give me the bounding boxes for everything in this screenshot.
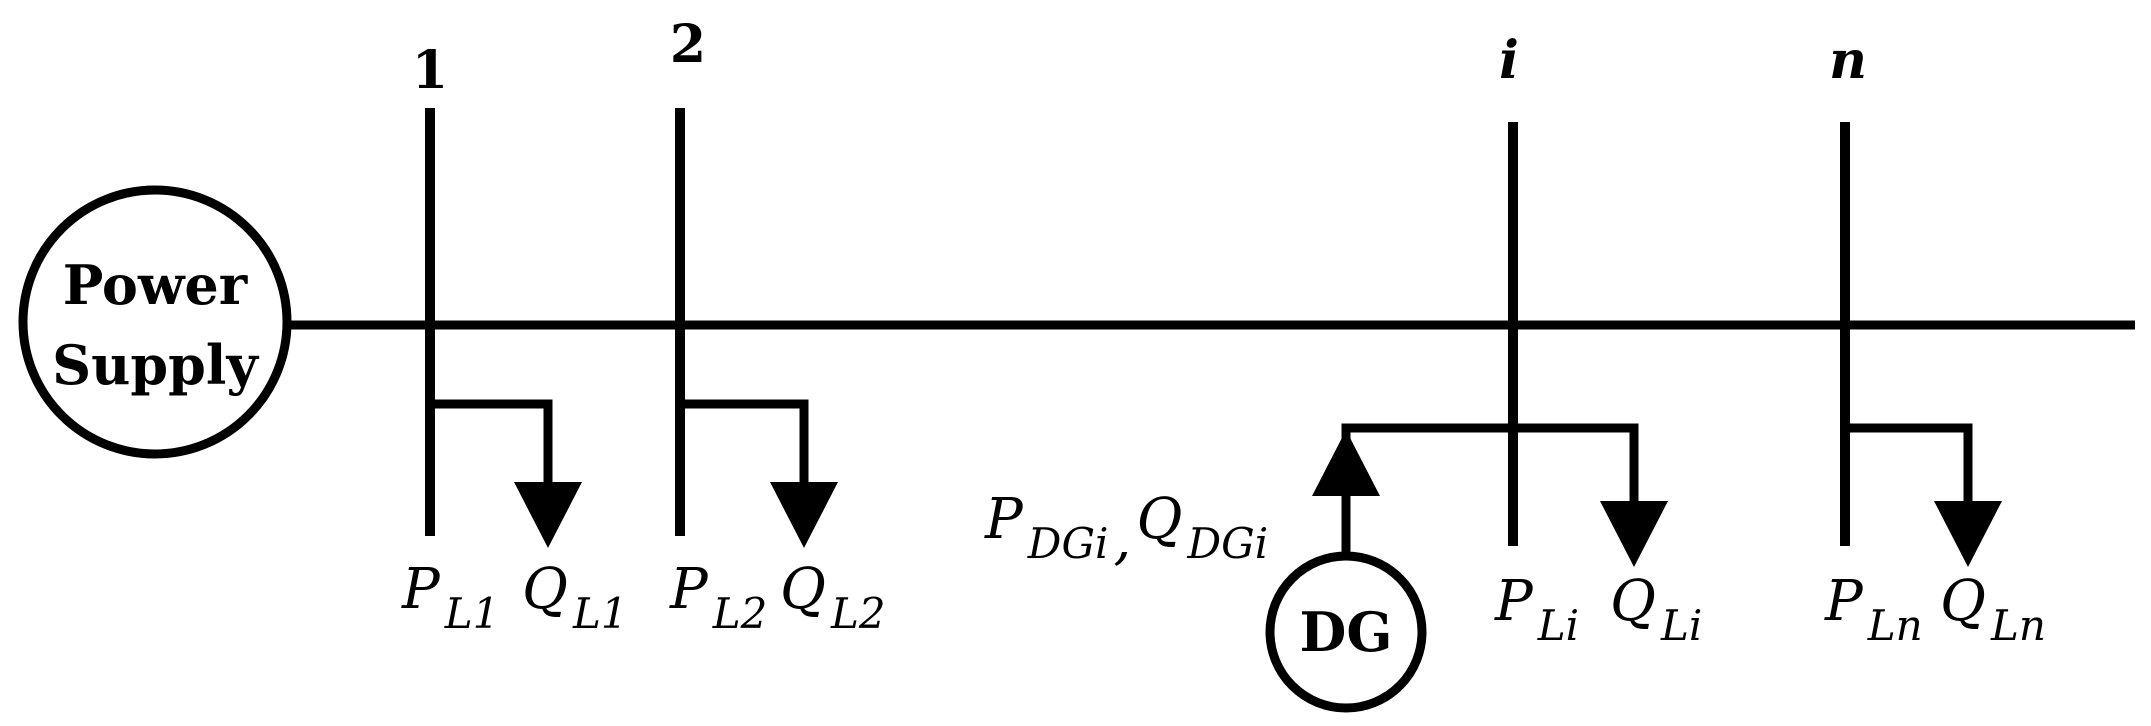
load-label-p-1: P L1: [401, 557, 499, 638]
load-label-q-2: Q L2: [780, 557, 886, 638]
load-q-main-2: Q: [780, 557, 826, 622]
load-q-sub-n: Ln: [1990, 601, 2046, 650]
power-supply-label-line1: Power: [63, 253, 248, 317]
bus-label-i: i: [1499, 30, 1519, 91]
load-q-sub-i: Li: [1660, 601, 1702, 650]
load-arrow-2: [770, 482, 838, 548]
load-p-sub-i: Li: [1537, 601, 1579, 650]
load-label-q-n: Q Ln: [1940, 569, 2046, 650]
dg-branch: [1341, 423, 1513, 510]
load-branch-i: [1513, 423, 1639, 505]
load-arrow-i: [1600, 501, 1668, 567]
load-p-sub-1: L1: [444, 589, 500, 638]
load-label-q-i: Q Li: [1610, 569, 1702, 650]
load-label-p-i: P Li: [1494, 569, 1579, 650]
load-p-main-n: P: [1824, 569, 1864, 634]
dg-q-sub: DGi: [1186, 519, 1268, 568]
load-q-sub-1: L1: [572, 589, 628, 638]
load-p-sub-2: L2: [712, 589, 768, 638]
dg-p-main: P: [984, 487, 1024, 552]
dg-q-main: Q: [1136, 487, 1182, 552]
load-arrow-1: [514, 482, 582, 548]
dg-circle: [1265, 551, 1427, 713]
load-branch-n: [1845, 423, 1973, 505]
load-p-main-i: P: [1494, 569, 1534, 634]
load-label-p-2: P L2: [669, 557, 767, 638]
power-supply-circle: [18, 185, 292, 459]
dg-p-sub: DGi: [1027, 519, 1109, 568]
load-q-main-n: Q: [1940, 569, 1986, 634]
load-p-sub-n: Ln: [1867, 601, 1923, 650]
load-p-main-1: P: [401, 557, 441, 622]
dg-separator: ,: [1114, 507, 1132, 572]
bus-label-2: 2: [670, 14, 706, 75]
dg-power-label: P DGi , Q DGi: [984, 487, 1268, 572]
load-label-q-1: Q L1: [522, 557, 628, 638]
load-branch-1: [430, 399, 553, 486]
load-q-main-1: Q: [522, 557, 568, 622]
load-branch-2: [680, 399, 809, 486]
load-arrow-n: [1934, 501, 2002, 567]
dg-arrow: [1312, 430, 1380, 496]
bus-label-n: n: [1829, 30, 1867, 91]
load-label-p-n: P Ln: [1824, 569, 1923, 650]
load-q-main-i: Q: [1610, 569, 1656, 634]
load-q-sub-2: L2: [830, 589, 886, 638]
bus-label-1: 1: [412, 40, 448, 101]
power-supply-label-line2: Supply: [52, 333, 259, 397]
load-p-main-2: P: [669, 557, 709, 622]
dg-label: DG: [1300, 600, 1393, 664]
